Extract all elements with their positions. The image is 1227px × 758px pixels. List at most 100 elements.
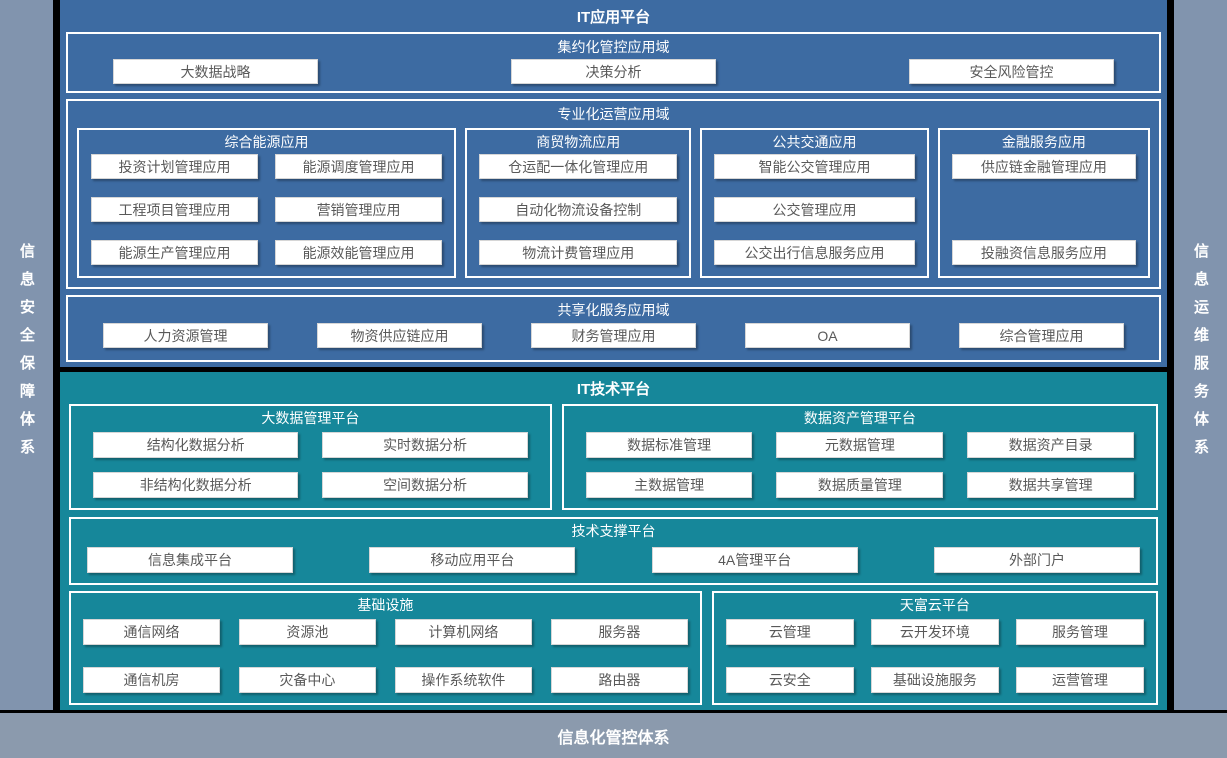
tech-item: 元数据管理: [776, 432, 944, 458]
group-items: 智能公交管理应用 公交管理应用 公交出行信息服务应用: [702, 152, 926, 276]
group-title: 综合能源应用: [224, 134, 309, 150]
group-title: 公共交通应用: [772, 134, 857, 150]
right-pillar-info-operations: 信息运维服务体系: [1174, 0, 1227, 710]
tech-item: 服务器: [550, 619, 688, 645]
group-integrated-energy: 综合能源应用 投资计划管理应用 能源调度管理应用 工程项目管理应用 营销管理应用: [77, 128, 457, 278]
tech-row-data: 大数据管理平台 结构化数据分析 实时数据分析 非结构化数据分析 空间数据分析: [69, 404, 1158, 510]
it-application-platform: IT应用平台 集约化管控应用域 大数据战略 决策分析 安全风险管控 专业化运营应…: [60, 0, 1167, 367]
item-pair: 工程项目管理应用 营销管理应用: [91, 197, 443, 222]
centralized-control-domain: 集约化管控应用域 大数据战略 决策分析 安全风险管控: [66, 32, 1161, 93]
app-item: 公交出行信息服务应用: [714, 240, 915, 265]
tech-item: 数据资产目录: [967, 432, 1134, 458]
app-item: 人力资源管理: [103, 323, 268, 348]
tech-item: 数据质量管理: [776, 472, 944, 498]
tianfu-cloud-platform: 天富云平台 云管理 云开发环境 服务管理 云安全 基础设施服务 运营管理: [711, 591, 1158, 705]
tech-item: 数据标准管理: [585, 432, 753, 458]
item-row: 主数据管理 数据质量管理 数据共享管理: [585, 472, 1134, 498]
app-item: 物资供应链应用: [317, 323, 482, 348]
item-row: 数据标准管理 元数据管理 数据资产目录: [585, 432, 1134, 458]
app-item: 财务管理应用: [531, 323, 696, 348]
tech-row-support: 技术支撑平台 信息集成平台 移动应用平台 4A管理平台 外部门户: [69, 517, 1158, 585]
app-item: 仓运配一体化管理应用: [479, 154, 678, 179]
app-item: 综合管理应用: [959, 323, 1124, 348]
bottom-bar-governance: 信息化管控体系: [0, 710, 1227, 758]
item-row: 结构化数据分析 实时数据分析: [93, 432, 528, 458]
bottom-bar-label: 信息化管控体系: [557, 729, 670, 747]
app-item: OA: [745, 323, 910, 348]
app-item: 公交管理应用: [714, 197, 915, 222]
tech-item: 云管理: [725, 619, 854, 645]
tbox-title: 技术支撑平台: [571, 523, 656, 539]
app-item: 大数据战略: [113, 59, 318, 84]
shared-domain-title: 共享化服务应用域: [557, 302, 670, 318]
tech-item: 结构化数据分析: [93, 432, 299, 458]
tbox-items: 云管理 云开发环境 服务管理 云安全 基础设施服务 运营管理: [714, 617, 1156, 703]
app-item: 决策分析: [511, 59, 716, 84]
tbox-title: 大数据管理平台: [261, 410, 360, 426]
app-item: 能源效能管理应用: [275, 240, 443, 265]
diagram-body: 信息安全保障体系 IT应用平台 集约化管控应用域 大数据战略 决策分析 安全风险…: [0, 0, 1227, 710]
app-item: 营销管理应用: [275, 197, 443, 222]
group-financial-services: 金融服务应用 供应链金融管理应用 投融资信息服务应用: [937, 128, 1151, 278]
specialized-domain-title: 专业化运营应用域: [557, 106, 670, 122]
tech-item: 云安全: [725, 667, 854, 693]
tech-item: 计算机网络: [394, 619, 532, 645]
group-items: 投资计划管理应用 能源调度管理应用 工程项目管理应用 营销管理应用 能源生产管理…: [79, 152, 454, 276]
left-pillar-info-security: 信息安全保障体系: [0, 0, 53, 710]
tech-item: 主数据管理: [585, 472, 753, 498]
tbox-items: 结构化数据分析 实时数据分析 非结构化数据分析 空间数据分析: [71, 430, 550, 508]
tech-item: 外部门户: [933, 547, 1140, 573]
specialized-operation-domain: 专业化运营应用域 综合能源应用 投资计划管理应用 能源调度管理应用 工程项目管理…: [66, 99, 1161, 289]
tbox-items: 数据标准管理 元数据管理 数据资产目录 主数据管理 数据质量管理 数据共享管理: [564, 430, 1156, 508]
tbox-items: 信息集成平台 移动应用平台 4A管理平台 外部门户: [71, 543, 1156, 583]
infrastructure-box: 基础设施 通信网络 资源池 计算机网络 服务器 通信机房 灾备中心: [69, 591, 702, 705]
group-title: 金融服务应用: [1001, 134, 1086, 150]
tech-item: 空间数据分析: [322, 472, 528, 498]
tech-support-platform: 技术支撑平台 信息集成平台 移动应用平台 4A管理平台 外部门户: [69, 517, 1158, 585]
left-pillar-label: 信息安全保障体系: [18, 243, 35, 467]
group-trade-logistics: 商贸物流应用 仓运配一体化管理应用 自动化物流设备控制 物流计费管理应用: [465, 128, 692, 278]
tbox-title: 天富云平台: [899, 597, 970, 613]
tech-platform-title: IT技术平台: [576, 380, 651, 398]
tech-item: 服务管理: [1015, 619, 1145, 645]
tech-item: 实时数据分析: [322, 432, 528, 458]
item-row: 通信网络 资源池 计算机网络 服务器: [83, 619, 688, 645]
app-item: 物流计费管理应用: [479, 240, 678, 265]
item-pair: 能源生产管理应用 能源效能管理应用: [91, 240, 443, 265]
app-item: 智能公交管理应用: [714, 154, 915, 179]
tech-item: 路由器: [550, 667, 688, 693]
tech-item: 非结构化数据分析: [93, 472, 299, 498]
app-item: 供应链金融管理应用: [951, 154, 1137, 179]
item-row: 非结构化数据分析 空间数据分析: [93, 472, 528, 498]
tech-item: 运营管理: [1015, 667, 1145, 693]
group-items: 供应链金融管理应用 投融资信息服务应用: [940, 152, 1148, 276]
app-platform-title: IT应用平台: [576, 8, 651, 26]
app-item: 能源调度管理应用: [275, 154, 443, 179]
specialized-groups: 综合能源应用 投资计划管理应用 能源调度管理应用 工程项目管理应用 营销管理应用: [68, 125, 1159, 287]
tech-row-infrastructure: 基础设施 通信网络 资源池 计算机网络 服务器 通信机房 灾备中心: [69, 591, 1158, 705]
data-asset-management-platform: 数据资产管理平台 数据标准管理 元数据管理 数据资产目录 主数据管理 数据质量管…: [561, 404, 1158, 510]
tech-item: 灾备中心: [238, 667, 376, 693]
it-technology-platform: IT技术平台 大数据管理平台 结构化数据分析 实时数据分析 非结构化数据分析 空…: [60, 372, 1167, 710]
app-item: 投资计划管理应用: [91, 154, 259, 179]
item-row: 通信机房 灾备中心 操作系统软件 路由器: [83, 667, 688, 693]
tech-item: 数据共享管理: [967, 472, 1134, 498]
tbox-title: 基础设施: [357, 597, 414, 613]
centralized-domain-title: 集约化管控应用域: [557, 39, 670, 55]
tbox-title: 数据资产管理平台: [803, 410, 916, 426]
app-item: 投融资信息服务应用: [951, 240, 1137, 265]
diagram-content: IT应用平台 集约化管控应用域 大数据战略 决策分析 安全风险管控 专业化运营应…: [60, 0, 1167, 710]
tech-item: 操作系统软件: [394, 667, 532, 693]
bigdata-management-platform: 大数据管理平台 结构化数据分析 实时数据分析 非结构化数据分析 空间数据分析: [69, 404, 552, 510]
item-row: 云安全 基础设施服务 运营管理: [725, 667, 1145, 693]
app-item: 工程项目管理应用: [91, 197, 259, 222]
tech-item: 资源池: [238, 619, 376, 645]
app-item: 安全风险管控: [909, 59, 1114, 84]
shared-items-row: 人力资源管理 物资供应链应用 财务管理应用 OA 综合管理应用: [68, 321, 1159, 348]
group-title: 商贸物流应用: [536, 134, 621, 150]
centralized-items-row: 大数据战略 决策分析 安全风险管控: [68, 58, 1159, 84]
app-item: 自动化物流设备控制: [479, 197, 678, 222]
item-pair: 投资计划管理应用 能源调度管理应用: [91, 154, 443, 179]
shared-service-domain: 共享化服务应用域 人力资源管理 物资供应链应用 财务管理应用 OA 综合管理应用: [66, 295, 1161, 362]
